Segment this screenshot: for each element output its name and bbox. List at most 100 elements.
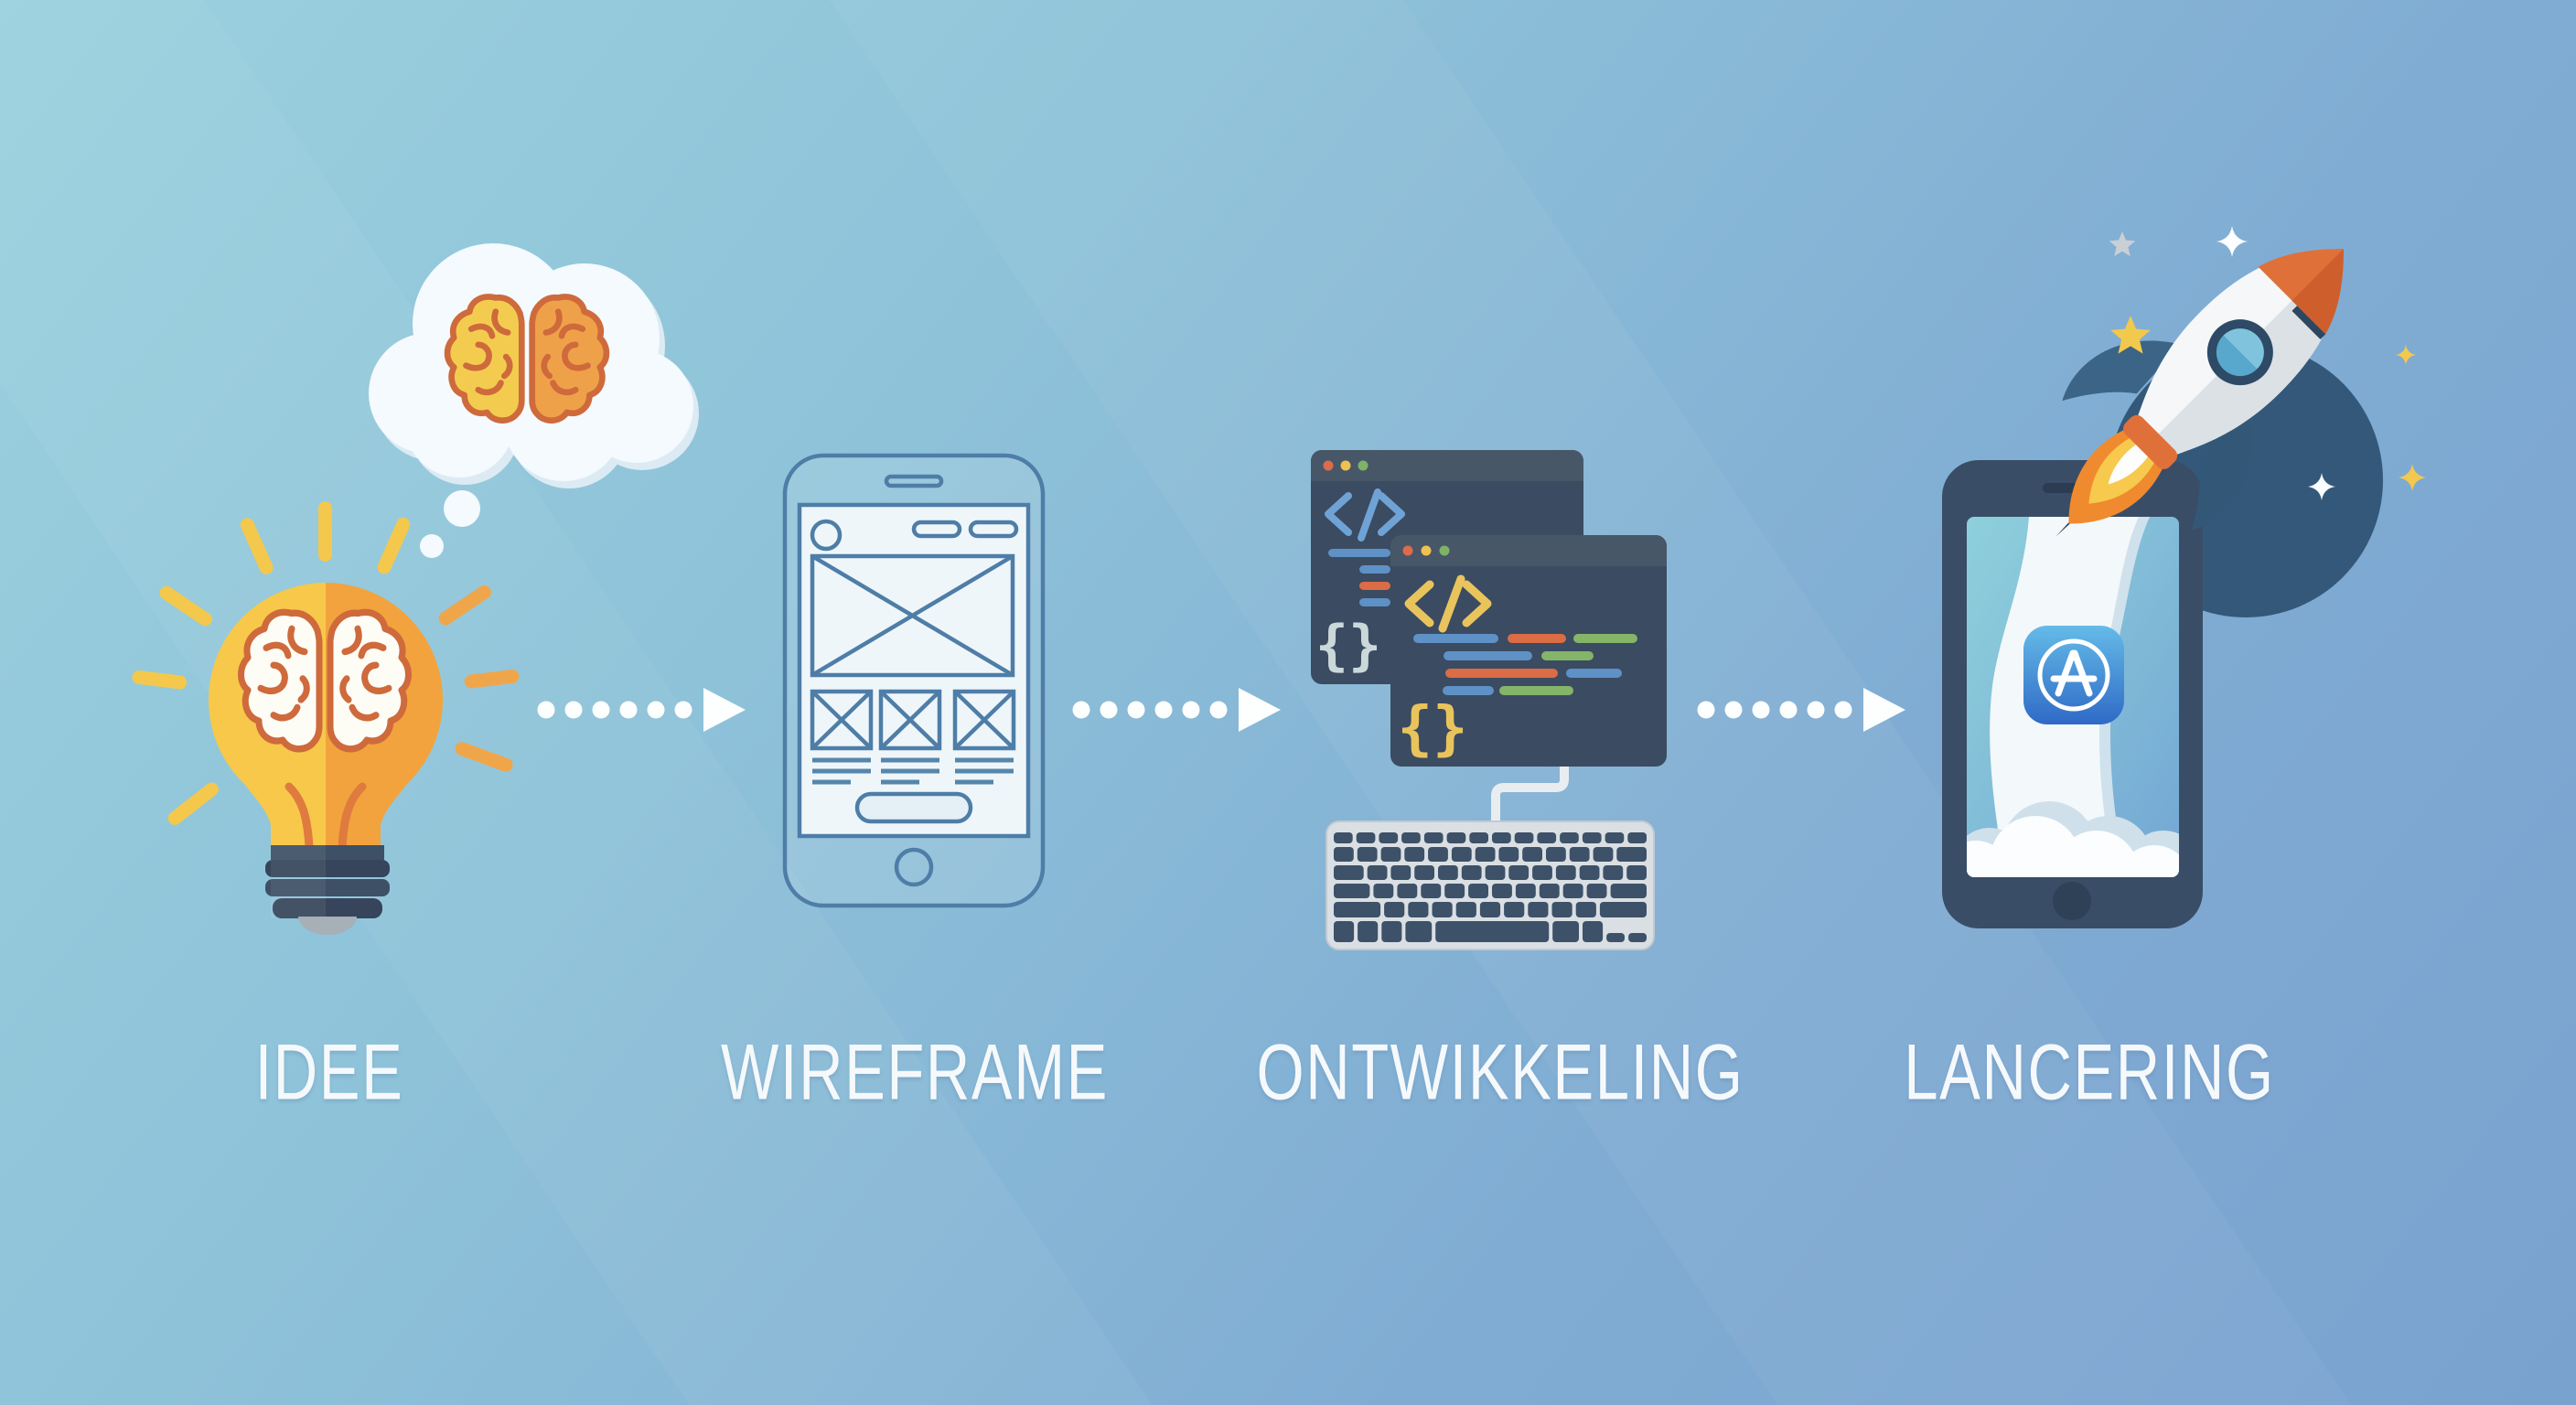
wireframe-pill <box>968 520 1019 539</box>
keyboard-cable <box>1491 762 1569 830</box>
keyboard-key <box>1334 847 1354 862</box>
keyboard-key <box>1551 902 1572 917</box>
step-idee-illustration <box>132 243 699 935</box>
wireframe-button <box>854 791 973 824</box>
wireframe-thumb-box <box>952 689 1016 751</box>
keyboard-key <box>1475 847 1496 862</box>
keyboard-key <box>1367 865 1388 880</box>
keyboard-key <box>1528 902 1549 917</box>
rocket-right-fin <box>2191 412 2252 531</box>
keyboard-key <box>1606 933 1625 942</box>
keyboard-key <box>1504 902 1525 917</box>
wireframe-phone-icon <box>782 453 1046 908</box>
gray-star-icon <box>2109 231 2136 257</box>
step-label-idee: IDEE <box>254 1028 404 1117</box>
keyboard-key <box>1379 832 1399 843</box>
step-label-ontwikkeling: ONTWIKKELING <box>1256 1028 1744 1117</box>
keyboard-key <box>1569 847 1590 862</box>
code-editor-keyboard-icon: {} <box>1311 450 1667 950</box>
rocket-porthole <box>2206 319 2273 386</box>
bulb-contact <box>298 917 357 935</box>
rocket-tail-band <box>2123 414 2178 469</box>
keyboard-key <box>1610 884 1647 898</box>
window-titlebar <box>1311 450 1583 481</box>
keyboard-key <box>1575 902 1596 917</box>
keyboard-key <box>1605 832 1625 843</box>
code-lines <box>1413 634 1637 695</box>
thought-bubble <box>420 534 444 558</box>
keyboard-key <box>1334 832 1353 843</box>
code-tag-icon <box>1404 574 1492 633</box>
keyboard-key <box>1408 902 1429 917</box>
keyboard-key <box>1380 847 1401 862</box>
wireframe-pill <box>911 520 962 539</box>
bulb-filament <box>338 782 367 852</box>
dotted-arrow-icon <box>1697 688 1905 732</box>
wireframe-thumb-box <box>810 689 874 751</box>
keyboard-key <box>1515 884 1536 898</box>
keyboard-key <box>1435 921 1550 942</box>
keyboard-key <box>1404 847 1425 862</box>
keyboard-key <box>1455 902 1476 917</box>
keyboard-key <box>1444 884 1465 898</box>
keyboard-key <box>1532 865 1552 880</box>
traffic-light-yellow-icon <box>1340 460 1351 471</box>
bulb-base <box>265 845 390 935</box>
keyboard-key <box>1423 832 1444 843</box>
traffic-light-red-icon <box>1323 460 1334 471</box>
traffic-light-green-icon <box>1439 545 1450 556</box>
keyboard-key <box>1357 847 1378 862</box>
bulb-filament <box>284 782 314 852</box>
keyboard-key <box>1461 865 1482 880</box>
sparkle-star-icon <box>2216 226 2248 257</box>
rocket-cone-edge <box>2292 306 2326 339</box>
keyboard-key <box>1438 865 1458 880</box>
keyboard-key <box>1414 865 1434 880</box>
keyboard-key <box>1334 884 1370 898</box>
lightbulb-rays <box>132 501 520 825</box>
keyboard-key <box>1583 921 1604 942</box>
code-tag-icon <box>1325 488 1405 542</box>
keyboard-key <box>1492 884 1512 898</box>
keyboard-key <box>1334 902 1381 917</box>
keyboard-key <box>1390 865 1411 880</box>
wireframe-home-button <box>894 847 934 887</box>
wireframe-avatar <box>810 519 843 552</box>
keyboard-key <box>1401 832 1421 843</box>
keyboard-key <box>1546 847 1566 862</box>
keyboard-key <box>1562 884 1583 898</box>
keyboard-key <box>1514 832 1534 843</box>
window-titlebar <box>1390 535 1667 566</box>
rocket-nose-cone-shade <box>2292 249 2344 335</box>
thought-bubble <box>444 490 480 527</box>
keyboard-key <box>1522 847 1542 862</box>
keyboard-key <box>1603 865 1624 880</box>
dotted-arrow-icon <box>1072 688 1281 732</box>
keyboard-key <box>1492 832 1511 843</box>
keyboard-key <box>1586 884 1607 898</box>
traffic-light-yellow-icon <box>1421 545 1432 556</box>
keyboard-key <box>1579 865 1600 880</box>
keyboard-key <box>1560 832 1579 843</box>
sparkle-star-icon <box>2399 464 2426 491</box>
keyboard-key <box>1334 921 1355 942</box>
code-window-front: {} <box>1390 535 1667 767</box>
sparkle-star-icon <box>2396 345 2416 365</box>
keyboard-key <box>1479 902 1501 917</box>
keyboard-key <box>1508 865 1530 880</box>
traffic-light-green-icon <box>1358 460 1368 471</box>
wireframe-speaker <box>884 474 944 488</box>
keyboard-key <box>1397 884 1418 898</box>
keyboard-key <box>1485 865 1506 880</box>
step-label-lancering: LANCERING <box>1904 1028 2275 1117</box>
traffic-light-red-icon <box>1402 545 1413 556</box>
keyboard-key <box>1616 847 1647 862</box>
keyboard-key <box>1599 902 1647 917</box>
keyboard-key <box>1498 847 1519 862</box>
dotted-arrow-icon <box>537 688 746 732</box>
wireframe-hero-box <box>810 553 1015 678</box>
keyboard-key <box>1539 884 1560 898</box>
keyboard-key <box>1593 847 1614 862</box>
